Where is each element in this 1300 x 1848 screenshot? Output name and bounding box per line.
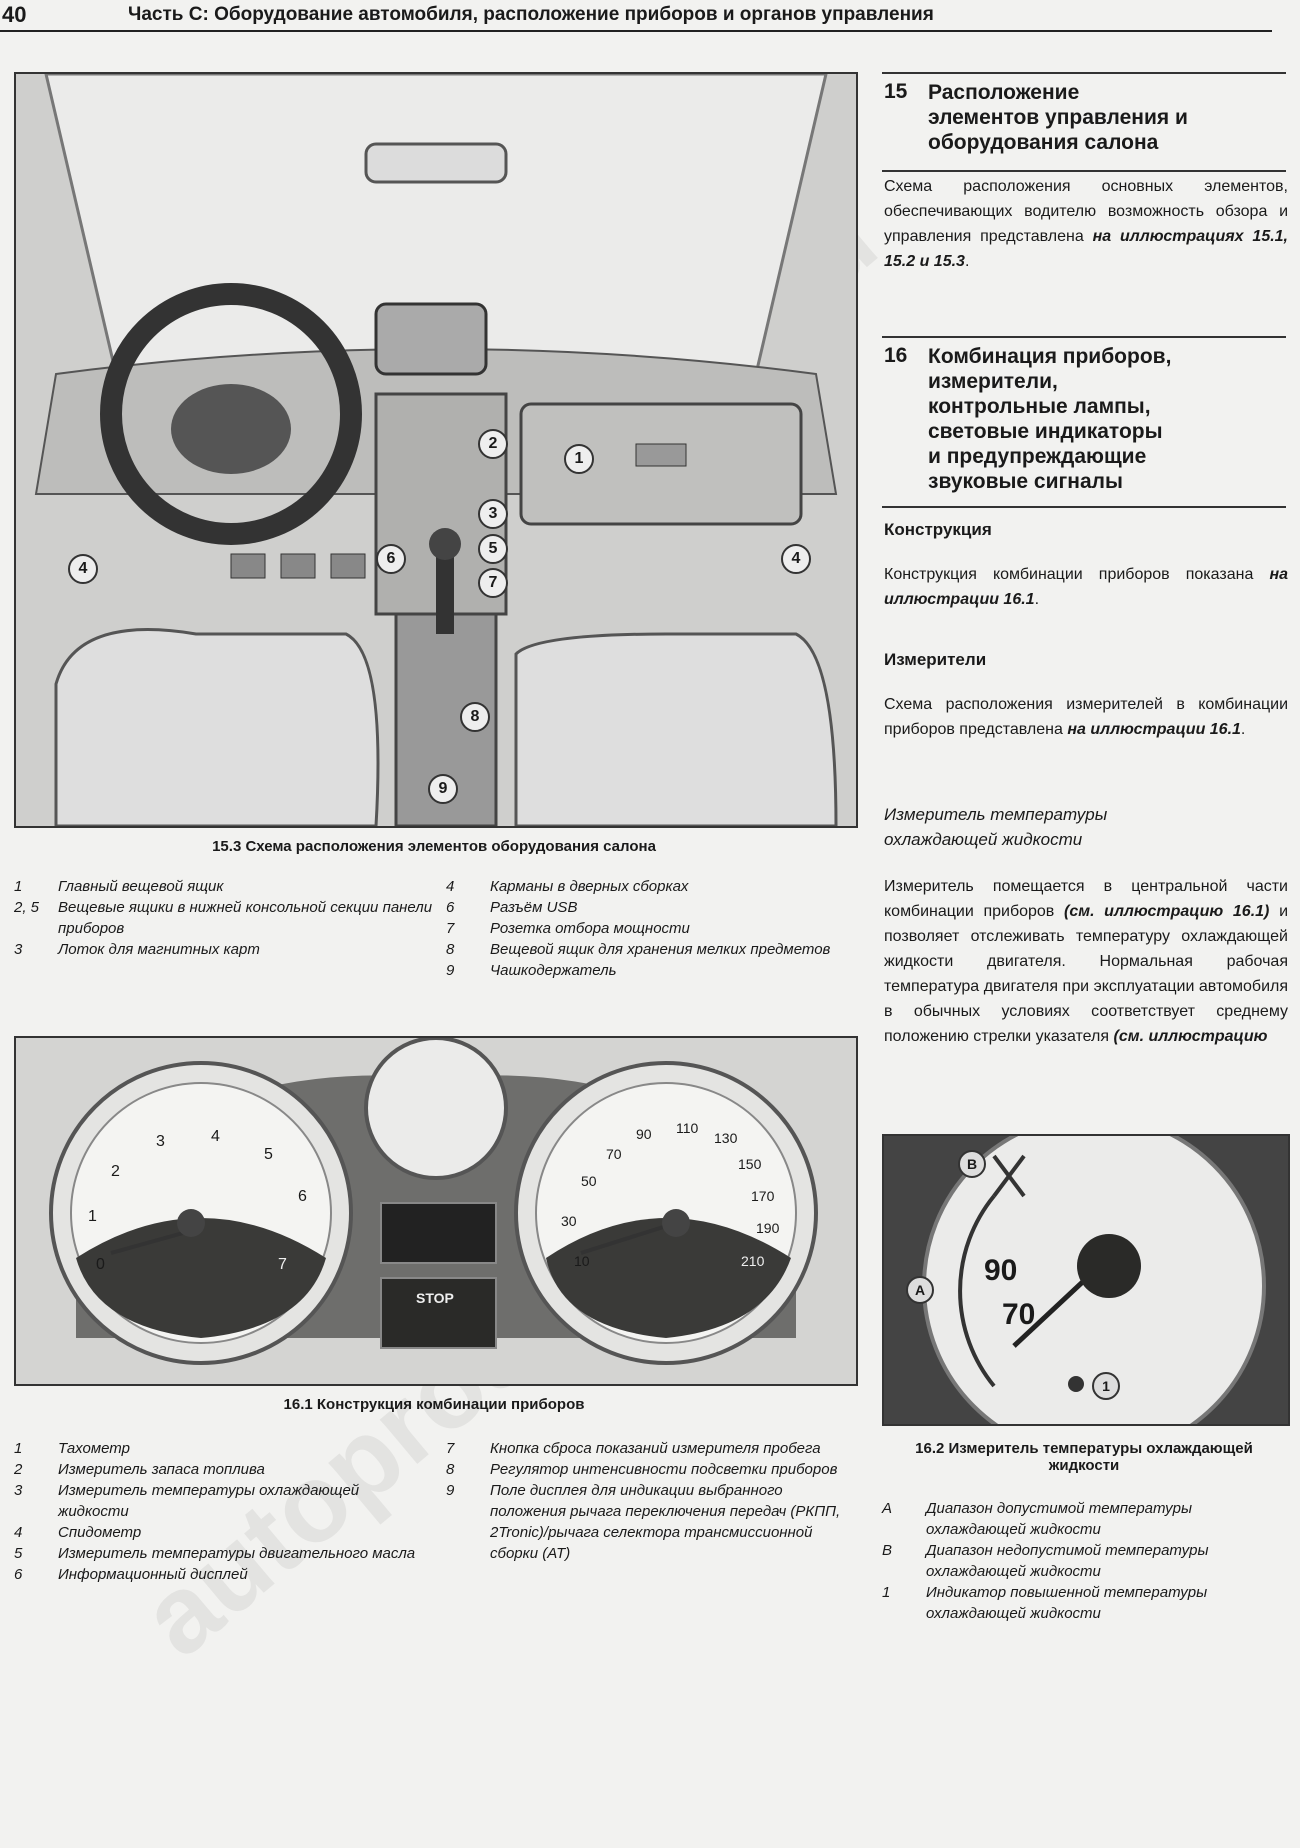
stop-label: STOP bbox=[416, 1290, 454, 1306]
speedo-tick-150: 150 bbox=[738, 1156, 762, 1172]
speedo-tick-30: 30 bbox=[561, 1213, 577, 1229]
mark-a: A bbox=[906, 1276, 934, 1304]
tacho-tick-3: 3 bbox=[156, 1133, 165, 1150]
callout-5: 5 bbox=[478, 534, 508, 564]
tacho-tick-6: 6 bbox=[298, 1188, 307, 1205]
speedo-tick-110: 110 bbox=[676, 1120, 699, 1136]
figure-16-1-cluster: 0 1 2 3 4 5 6 7 10 30 50 70 90 110 130 1… bbox=[14, 1036, 858, 1386]
speedo-tick-130: 130 bbox=[714, 1130, 738, 1146]
construction-text: Конструкция комбинации приборов показана… bbox=[884, 566, 1288, 608]
speedo-tick-190: 190 bbox=[756, 1220, 780, 1236]
mark-1: 1 bbox=[1092, 1372, 1120, 1400]
tacho-tick-4: 4 bbox=[211, 1128, 220, 1145]
speedo-tick-70: 70 bbox=[606, 1146, 622, 1162]
speedo-tick-10: 10 bbox=[574, 1253, 590, 1269]
callout-4: 4 bbox=[68, 554, 98, 584]
callout-6: 6 bbox=[376, 544, 406, 574]
header-title: Часть С: Оборудование автомобиля, распол… bbox=[128, 4, 934, 25]
construction-heading: Конструкция bbox=[884, 520, 992, 539]
callout-4b: 4 bbox=[781, 544, 811, 574]
speedo-tick-170: 170 bbox=[751, 1188, 775, 1204]
tacho-tick-0: 0 bbox=[96, 1256, 105, 1273]
caption-15-3: 15.3 Схема расположения элементов оборуд… bbox=[212, 838, 656, 855]
callout-3: 3 bbox=[478, 499, 508, 529]
section-15-text: Схема расположения основных элементов, о… bbox=[884, 178, 1288, 270]
tacho-tick-5: 5 bbox=[264, 1146, 273, 1163]
callout-1: 1 bbox=[564, 444, 594, 474]
section-15-heading: 15 Расположение элементов управления и о… bbox=[882, 72, 1286, 172]
coolant-heading: Измеритель температуры охлаждающей жидко… bbox=[884, 805, 1108, 849]
scale-90: 90 bbox=[984, 1254, 1018, 1287]
gauges-heading: Измерители bbox=[884, 650, 987, 669]
page-header: 40 Часть С: Оборудование автомобиля, рас… bbox=[0, 0, 1272, 32]
speedo-tick-210: 210 bbox=[741, 1253, 765, 1269]
speedo-tick-90: 90 bbox=[636, 1126, 652, 1142]
callout-7: 7 bbox=[478, 568, 508, 598]
tacho-tick-2: 2 bbox=[111, 1163, 120, 1180]
section-16-heading: 16 Комбинация приборов, измерители, конт… bbox=[882, 336, 1286, 508]
coolant-text: Измеритель помещается в центральной част… bbox=[884, 878, 1289, 1045]
caption-16-1: 16.1 Конструкция комбинации приборов bbox=[283, 1396, 585, 1413]
gauges-text: Схема расположения измерителей в комбина… bbox=[884, 696, 1288, 738]
speedo-tick-50: 50 bbox=[581, 1173, 597, 1189]
tacho-tick-1: 1 bbox=[88, 1208, 97, 1225]
mark-b: B bbox=[958, 1150, 986, 1178]
scale-70: 70 bbox=[1002, 1298, 1036, 1331]
callout-2: 2 bbox=[478, 429, 508, 459]
callout-9: 9 bbox=[428, 774, 458, 804]
callout-8: 8 bbox=[460, 702, 490, 732]
tacho-tick-7: 7 bbox=[278, 1256, 287, 1273]
caption-16-2: 16.2 Измеритель температуры охлаждающей … bbox=[915, 1440, 1253, 1474]
figure-16-2-coolant-gauge: 90 70 A B 1 bbox=[882, 1134, 1290, 1426]
figure-15-3-cabin: 1 2 3 4 4 5 6 7 8 9 bbox=[14, 72, 858, 828]
page-number: 40 bbox=[2, 2, 27, 27]
